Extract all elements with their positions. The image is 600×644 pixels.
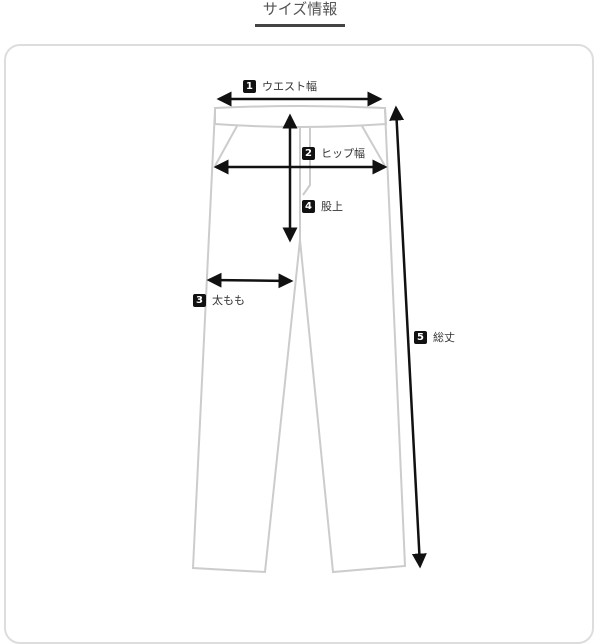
label-text: ウエスト幅 [262,80,317,93]
label-text: 太もも [212,294,245,307]
page-title: サイズ情報 [262,0,338,18]
label-text: 総丈 [433,331,455,344]
badge: 5 [414,330,427,344]
length-arrow [389,105,427,569]
label-hip: 2 ヒップ幅 [302,145,365,161]
title-underline [255,24,345,27]
label-text: ヒップ幅 [321,147,365,160]
label-waist: 1 ウエスト幅 [243,78,317,94]
pants-outline [191,105,407,574]
label-rise: 4 股上 [302,198,343,214]
badge: 1 [243,79,256,93]
badge: 4 [302,199,315,213]
label-thigh: 3 太もも [193,292,245,308]
thigh-arrow [206,272,294,289]
label-text: 股上 [321,200,343,213]
badge: 2 [302,146,315,160]
label-length: 5 総丈 [414,329,455,345]
badge: 3 [193,293,206,307]
pants-diagram [191,91,427,574]
